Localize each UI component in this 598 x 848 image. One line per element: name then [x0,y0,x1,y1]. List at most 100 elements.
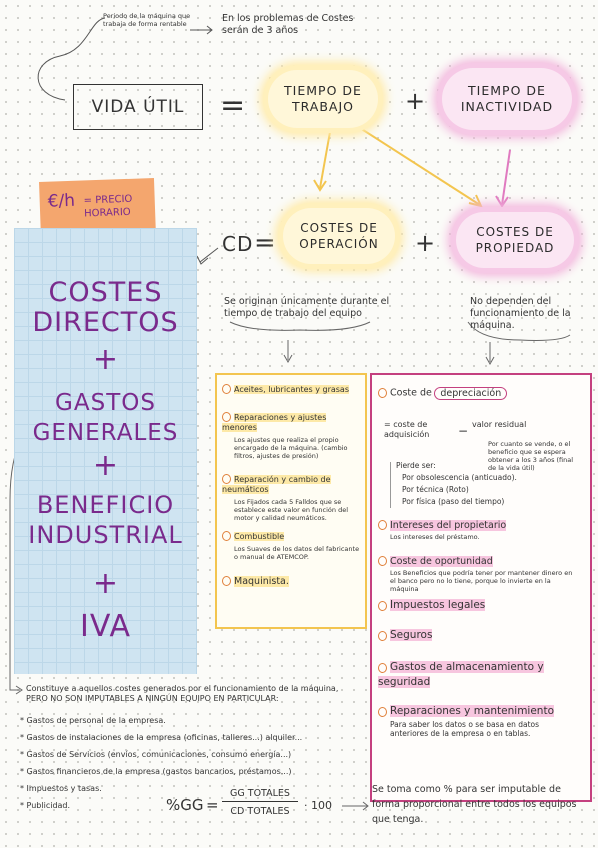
gastos-list-item: * Gastos de Servicios (envíos, comunicac… [20,750,292,759]
costes-directos-text: COSTES DIRECTOS [32,277,179,338]
costes-operacion-label: COSTES DE OPERACIÓN [299,221,379,251]
pink-item-impuestos: Impuestos legales [378,599,578,611]
gastos-list-item: * Gastos financieros de la empresa (gast… [20,767,292,776]
oportunidad-sub: Los Beneficios que podría tener por mant… [390,568,573,593]
pink-item-depreciacion: Coste de depreciación [378,386,578,400]
vida-util-box: VIDA ÚTIL [73,84,203,130]
yellow-item-maquinista: Maquinista. [222,575,360,587]
intereses-label: Intereses del propietario [390,519,507,531]
gastos-generales-text: GASTOS GENERALES [32,390,179,446]
pierde-ser-label: Pierde ser: [396,461,436,470]
arrow-trabajo-propiedad [359,127,481,206]
plus-bi: + [92,566,119,601]
bullet-icon [378,388,387,398]
yellow-item-combustible: Combustible Los Suaves de los datos del … [222,531,360,561]
arrow-head-cd [196,255,209,265]
depreciacion-label-a: Coste de [390,387,432,399]
vida-util-label: VIDA ÚTIL [91,97,185,117]
arrow-head [206,25,213,35]
reparaciones-ajustes-sub: Los ajustes que realiza el propio encarg… [234,435,348,460]
almacenamiento-label: Gastos de almacenamiento y seguridad [378,661,544,688]
costes-operacion-cloud: COSTES DE OPERACIÓN [283,208,395,264]
yellow-item-reparaciones: Reparaciones y ajustes menores Los ajust… [222,412,360,460]
brace-line [390,462,391,508]
bullet-icon [222,576,231,586]
formula-equals: = [206,796,219,814]
operacion-note: Se originan únicamente durante el tiempo… [224,296,390,319]
plus-cd: + [92,342,119,377]
gastos-list-text: Gastos de Servicios (envíos, comunicacio… [26,750,292,759]
price-unit: €/h [47,190,76,212]
bullet-icon [378,556,387,566]
aceites-label: Aceites, lubricantes y grasas [234,384,349,394]
depreciacion-label-b: depreciación [434,386,508,400]
gastos-list: * Gastos de personal de la empresa. * Ga… [20,712,350,814]
gastos-list-text: Publicidad. [26,801,71,810]
combustible-label: Combustible [234,531,285,541]
bullet-icon [378,662,387,673]
bullet-icon [378,706,387,717]
arrow-inactividad-propiedad [501,149,511,206]
bullet-icon [222,474,231,484]
cd-label: CD [222,232,254,256]
pink-item-almacenamiento: Gastos de almacenamiento y seguridad [378,660,578,690]
costes-propiedad-cloud: COSTES DE PROPIEDAD [456,212,574,268]
tiempo-inactividad-label: TIEMPO DE INACTIVIDAD [460,83,554,114]
formula-times-100: · 100 [304,799,332,812]
arrow-card-cd [199,247,219,263]
gastos-list-item: * Publicidad. [20,801,71,810]
arrow-head-down-op [283,354,293,364]
bullet-icon [378,520,387,530]
bullet-icon [378,600,387,611]
plus-gg: + [92,448,119,483]
maquinista-label: Maquinista. [234,575,289,587]
plus-sign-1: + [405,87,426,115]
arrow-head-down-prop [485,356,495,366]
pink-item-oportunidad: Coste de oportunidad Los Beneficios que … [378,555,578,593]
oportunidad-label: Coste de oportunidad [390,555,493,567]
bullet-icon [222,412,231,422]
period-note: Periodo de la máquina que trabaja de for… [103,12,191,28]
gastos-list-text: Gastos de personal de la empresa. [26,716,166,725]
tiempo-trabajo-cloud: TIEMPO DE TRABAJO [268,70,378,128]
intereses-sub: Los intereses del préstamo. [390,532,480,541]
formula-coste-adquisicion: = coste de adquisición [384,420,430,439]
residual-note: Por cuanto se vende, o el beneficio que … [488,440,574,472]
pink-item-reparaciones: Reparaciones y mantenimiento Para saber … [378,705,583,738]
problems-note: En los problemas de Costes serán de 3 añ… [222,13,354,36]
tipo-obsolescencia: Por obsolescencia (anticuado). [402,473,517,482]
seguros-label: Seguros [390,629,433,641]
curve-connector [37,17,106,101]
equals-sign-2: = [254,228,276,258]
formula-valor-residual: valor residual [472,420,527,429]
formula-pct: %GG [166,796,204,814]
propiedad-note: No dependen del funcionamiento de la máq… [470,296,571,331]
formula-arrowhead [362,801,369,811]
bracket-arrowhead [15,685,23,695]
plus-sign-2: + [415,229,436,257]
tipo-fisica: Por física (paso del tiempo) [402,497,505,506]
arrow-head-y1 [313,179,327,192]
formula-card [14,228,197,674]
gastos-list-text: Gastos financieros de la empresa (gastos… [26,767,292,776]
pink-item-seguros: Seguros [378,629,578,641]
equals-sign-1: = [220,88,246,123]
reparaciones-sub: Para saber los datos o se basa en datos … [390,720,540,738]
reparaciones-label: Reparaciones y mantenimiento [390,705,554,717]
neumaticos-sub: Los Fijados cada 5 Falldos que se establ… [234,497,349,522]
bullet-icon [222,384,231,394]
gastos-list-text: Impuestos y tasas. [26,784,102,793]
costes-propiedad-label: COSTES DE PROPIEDAD [475,225,555,255]
reparaciones-ajustes-label: Reparaciones y ajustes menores [222,412,327,432]
tiempo-inactividad-cloud: TIEMPO DE INACTIVIDAD [442,68,572,130]
yellow-item-neumaticos: Reparación y cambio de neumáticos Los Fi… [222,474,360,522]
combustible-sub: Los Suaves de los datos del fabricante o… [234,544,360,561]
yellow-item-aceites: Aceites, lubricantes y grasas [222,384,360,395]
beneficio-industrial-text: BENEFICIO INDUSTRIAL [28,491,183,549]
pink-item-intereses: Intereses del propietario Los intereses … [378,519,578,541]
costes-propiedad-box [370,373,592,802]
price-label: = PRECIO HORARIO [83,193,133,220]
bullet-icon [222,531,231,541]
impuestos-label: Impuestos legales [390,599,486,611]
bullet-icon [378,630,387,641]
